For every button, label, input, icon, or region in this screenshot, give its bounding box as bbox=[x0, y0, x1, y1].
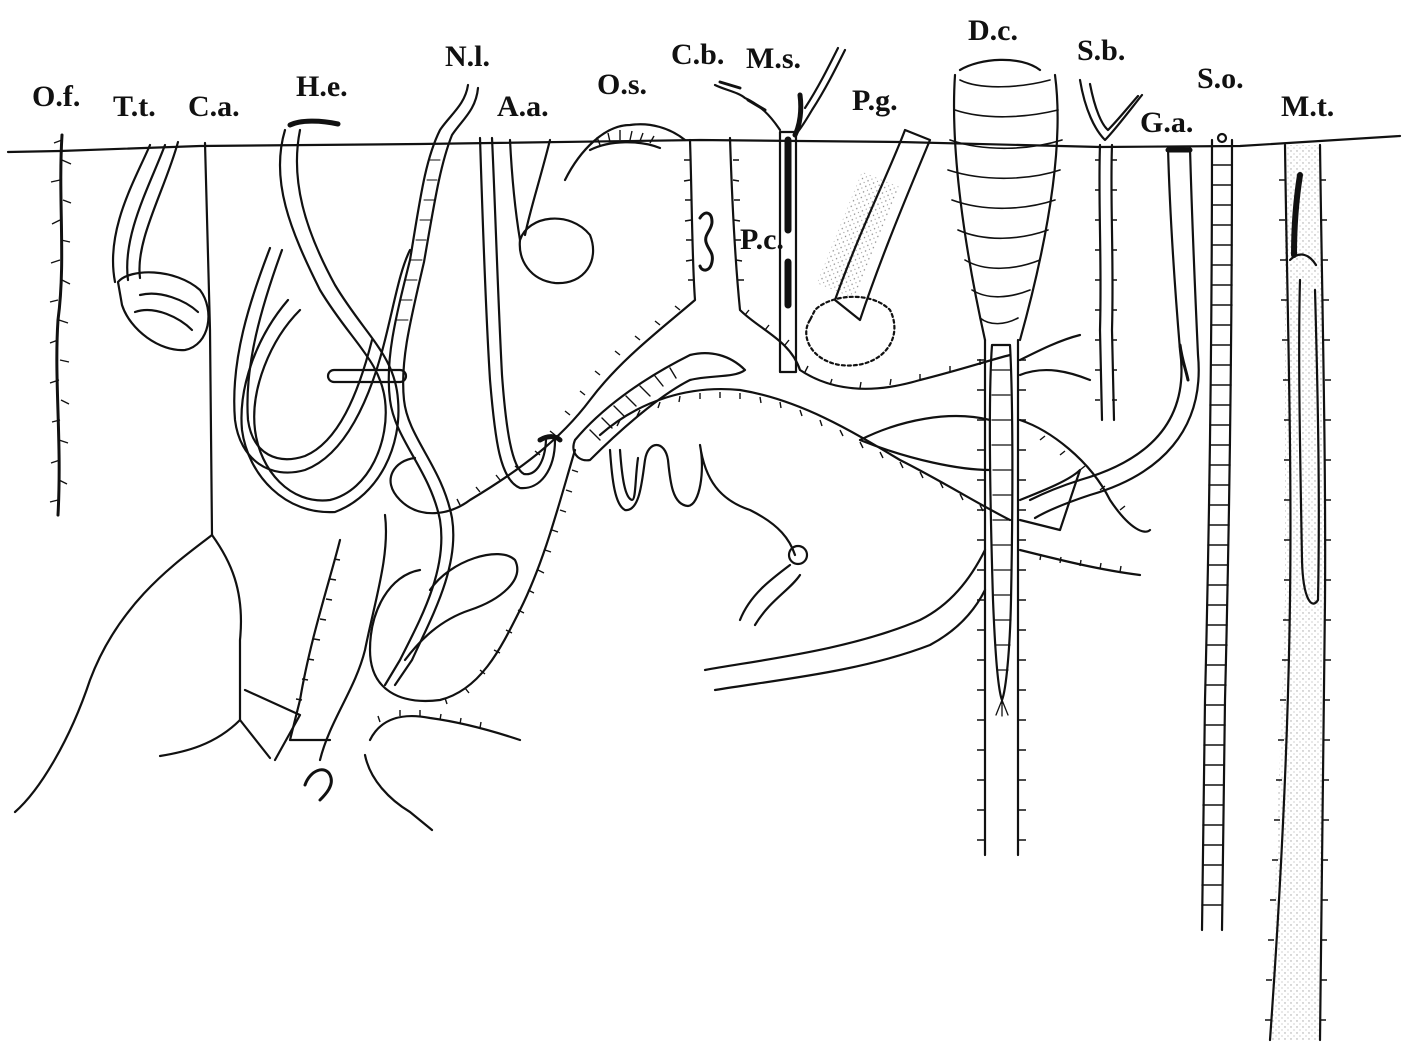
label-ms: M.s. bbox=[746, 44, 801, 74]
burrow-aa bbox=[480, 138, 593, 488]
label-aa: A.a. bbox=[497, 92, 549, 122]
label-pg: P.g. bbox=[852, 86, 898, 116]
label-pc: P.c. bbox=[740, 225, 784, 255]
burrow-nl bbox=[385, 85, 478, 685]
label-so: S.o. bbox=[1197, 64, 1244, 94]
label-os: O.s. bbox=[597, 70, 647, 100]
small-hook bbox=[305, 770, 331, 800]
burrow-he bbox=[234, 121, 410, 512]
label-he: H.e. bbox=[296, 72, 348, 102]
label-of: O.f. bbox=[32, 82, 80, 112]
burrow-mt bbox=[1265, 145, 1331, 1040]
animal-pc bbox=[610, 213, 807, 625]
burrow-pc-system bbox=[290, 138, 1010, 830]
burrow-dc bbox=[948, 60, 1062, 855]
animal-larva bbox=[573, 353, 745, 460]
burrow-so bbox=[1202, 134, 1232, 930]
burrow-cb-ms bbox=[715, 48, 845, 372]
burrow-pg bbox=[806, 130, 930, 366]
label-ga: G.a. bbox=[1140, 108, 1193, 138]
label-sb: S.b. bbox=[1077, 36, 1125, 66]
burrow-branches-right bbox=[705, 335, 1150, 690]
label-nl: N.l. bbox=[445, 42, 490, 72]
burrow-sb bbox=[1080, 80, 1142, 420]
label-cb: C.b. bbox=[671, 40, 724, 70]
label-dc: D.c. bbox=[968, 16, 1018, 46]
burrow-ga bbox=[1030, 148, 1199, 518]
label-mt: M.t. bbox=[1281, 92, 1334, 122]
burrow-tt bbox=[113, 142, 208, 350]
label-tt: T.t. bbox=[113, 92, 156, 122]
animal-os bbox=[565, 124, 685, 180]
burrow-of bbox=[50, 135, 71, 515]
label-ca: C.a. bbox=[188, 92, 240, 122]
